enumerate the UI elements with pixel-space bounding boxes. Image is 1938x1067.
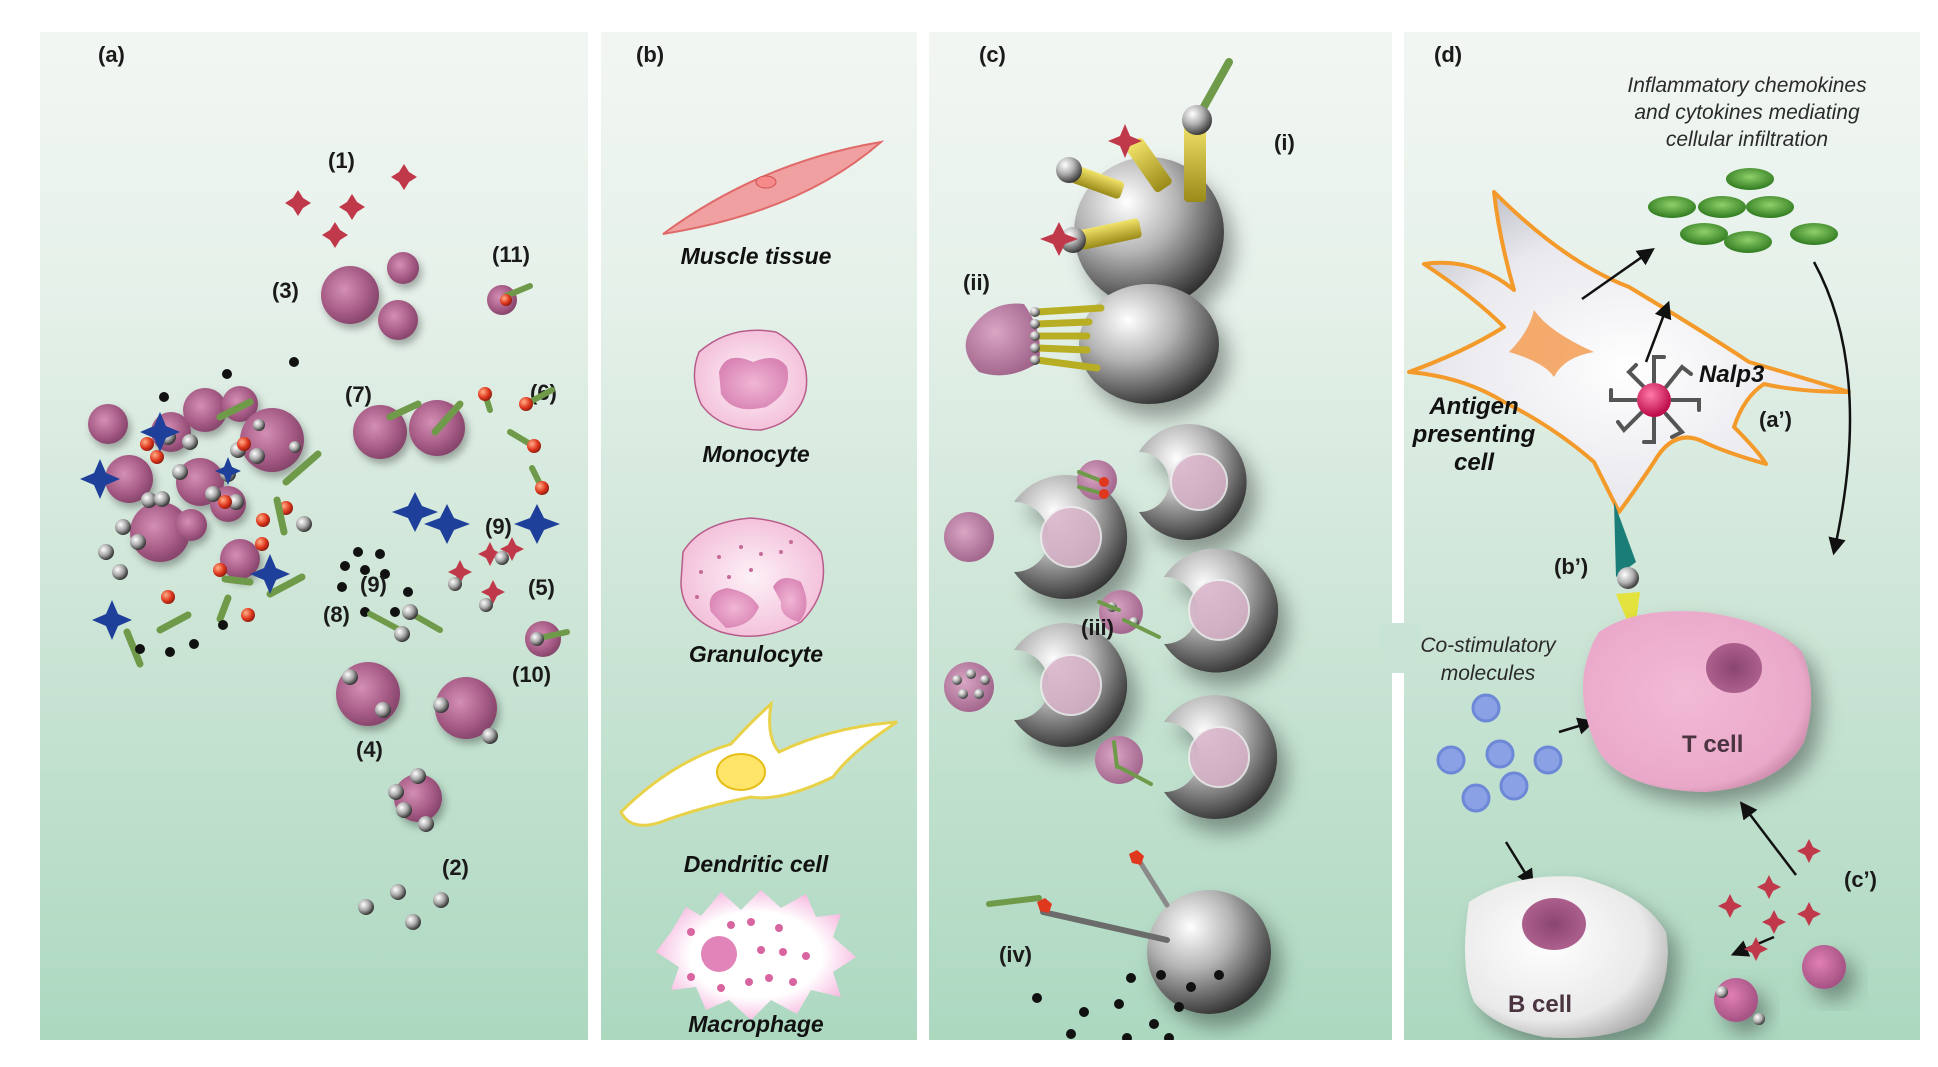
bead-group-2 [358,884,449,930]
antigen-aggregate-group-3 [321,252,419,340]
granulocyte-cell [680,517,825,637]
panel-d: (d) Inflammatory chemokines and cytokine… [1404,32,1920,1040]
antigen-with-rod-11 [487,283,533,315]
cell-caption-macrophage: Macrophage [688,1011,824,1037]
panel-b: (b) Muscle tissue Monocyte Granulocyte D… [601,32,917,1040]
sub-label-ii: (ii) [963,270,990,295]
nalp3-inflammasome [1609,355,1701,444]
arrow-nucleus-to-chemokines [1581,247,1655,301]
beads-on-rods-8 [367,604,443,642]
item-label-9a: (9) [485,514,512,539]
antigen-with-rod-group-7 [353,400,465,459]
arrow-chemokines-to-t-cell [1812,261,1852,556]
item-label-3: (3) [272,278,299,303]
sub-label-iii: (iii) [1081,615,1114,640]
particle-with-receptors-i [1040,58,1233,307]
arrow-costim-to-t-cell [1558,717,1596,735]
panel-b-illustration: (b) Muscle tissue Monocyte Granulocyte D… [619,42,898,1037]
costim-molecules [1436,693,1563,813]
step-label-a-prime: (a’) [1759,407,1792,432]
panel-d-illustration: (d) Inflammatory chemokines and cytokine… [1407,42,1877,1038]
cell-caption-dendritic-cell: Dendritic cell [684,851,829,877]
cell-caption-monocyte: Monocyte [702,441,810,467]
item-label-7: (7) [345,382,372,407]
step-label-c-prime: (c’) [1844,867,1877,892]
apc-label-line-3: cell [1454,449,1495,476]
apc-label-line-2: presenting [1412,421,1536,448]
panel-a: (a) (1) (3) (11) [40,32,588,1040]
red-star-group-1 [285,164,417,248]
panel-c: (c) (i) (ii) [929,32,1392,1040]
apc-nucleus [1509,310,1594,377]
t-cell [1583,611,1812,792]
panel-a-illustration: (a) (1) (3) (11) [80,42,570,930]
arrow-antigen-to-t-cell [1739,801,1797,876]
costim-label-background [1380,623,1420,673]
red-star-beads-5 [448,537,524,612]
chemokine-caption-line-2: and cytokines mediating [1634,101,1860,124]
arrow-nalp3-to-chemokines [1644,300,1672,363]
arrow-costim-to-b-cell [1504,841,1534,887]
panel-c-illustration: (c) (i) (ii) [944,42,1295,1040]
costim-label-line-1: Co-stimulatory [1420,634,1557,657]
apc-label-line-1: Antigen [1428,393,1518,420]
blue-star-group-9 [392,492,560,544]
antigen-particles-d [1714,945,1846,1025]
sub-label-i: (i) [1274,130,1295,155]
item-label-10: (10) [512,662,551,687]
muscle-tissue-cell [662,140,885,235]
item-label-9b: (9) [360,572,387,597]
item-label-5: (5) [528,575,555,600]
panel-label-c: (c) [979,42,1006,67]
antigen-presenting-cell [1407,190,1851,514]
costim-label-line-2: molecules [1441,662,1536,685]
b-cell [1465,876,1668,1038]
red-antigen-stars-c-prime [1718,839,1821,961]
b-cell-label: B cell [1508,991,1572,1018]
phagocytosis-group-iii [944,423,1279,819]
sub-label-iv: (iv) [999,942,1032,967]
panel-label-b: (b) [636,42,664,67]
item-label-2: (2) [442,855,469,880]
panel-label-a: (a) [98,42,125,67]
t-cell-label: T cell [1682,731,1743,758]
antigen-bead-group-4 [336,662,498,832]
chemokine-caption-line-1: Inflammatory chemokines [1627,74,1867,97]
nalp3-label: Nalp3 [1699,361,1765,388]
panel-label-d: (d) [1434,42,1462,67]
macrophage-cell [656,890,856,1020]
antigen-bead-rod-10 [525,621,570,657]
chemokine-caption-line-3: cellular infiltration [1666,128,1828,151]
rods-with-red-beads-6 [478,387,555,495]
particle-releasing-contents-iv [986,850,1271,1040]
dendritic-cell [619,700,898,827]
item-label-11: (11) [492,242,530,267]
step-label-b-prime: (b’) [1554,554,1588,579]
item-label-1: (1) [328,148,355,173]
monocyte-cell [693,329,808,431]
item-label-8: (8) [323,602,350,627]
mixed-adjuvant-cluster [80,357,322,668]
chemokine-cluster [1648,168,1838,253]
item-label-4: (4) [356,737,383,762]
particle-binding-antigen-ii [965,284,1219,404]
cell-caption-muscle-tissue: Muscle tissue [681,243,832,269]
cell-caption-granulocyte: Granulocyte [689,641,823,667]
